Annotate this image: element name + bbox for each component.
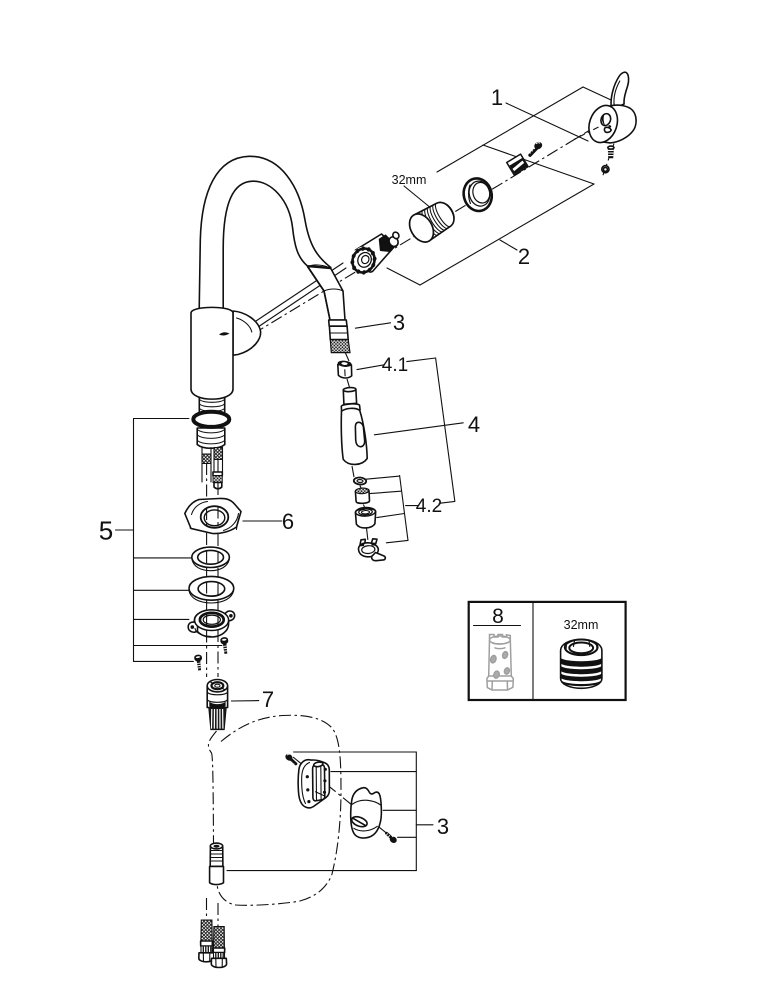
svg-text:5: 5 <box>99 516 113 546</box>
svg-text:1: 1 <box>491 85 503 110</box>
svg-text:3: 3 <box>437 814 449 839</box>
svg-text:7: 7 <box>262 687 274 712</box>
svg-text:6: 6 <box>282 509 294 534</box>
svg-text:2: 2 <box>518 244 530 269</box>
svg-text:4.1: 4.1 <box>382 355 408 376</box>
svg-text:32mm: 32mm <box>564 618 599 632</box>
svg-text:4.2: 4.2 <box>416 496 442 517</box>
svg-text:3: 3 <box>393 310 405 335</box>
svg-text:32mm: 32mm <box>392 173 427 187</box>
svg-text:8: 8 <box>492 605 504 628</box>
svg-text:4: 4 <box>468 412 480 437</box>
